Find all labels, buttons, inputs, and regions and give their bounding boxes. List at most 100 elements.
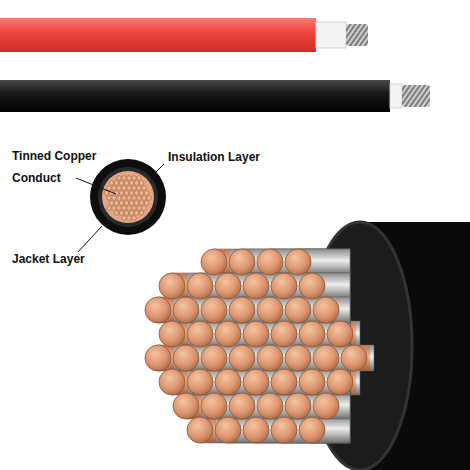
strand-face [173, 345, 199, 371]
strand-face [215, 369, 241, 395]
strand-dot [127, 216, 132, 221]
strand-face [145, 297, 171, 323]
leader-line [152, 164, 164, 176]
strand-dot [119, 201, 124, 206]
strand-face [243, 321, 269, 347]
leader-line [78, 226, 102, 252]
strand-body [172, 369, 350, 395]
strand-dot [107, 206, 112, 211]
strand-face [243, 369, 269, 395]
strand-dot [132, 176, 137, 181]
strand-dot [114, 201, 119, 206]
strand-dot [142, 186, 147, 191]
strand-dot [137, 206, 142, 211]
strand-dot [124, 211, 129, 216]
strand-face [173, 393, 199, 419]
strand-face [187, 369, 213, 395]
strand-dot [134, 201, 139, 206]
strand-face [159, 369, 185, 395]
strand-body [158, 345, 350, 371]
strand-dot [117, 196, 122, 201]
strand-body [172, 321, 350, 347]
strand-face [201, 249, 227, 275]
strand-face [285, 297, 311, 323]
strand-face [229, 393, 255, 419]
strand-face [313, 393, 339, 419]
black-cable-insulation [390, 84, 402, 108]
strand-dot [139, 191, 144, 196]
insulation-section [98, 167, 158, 227]
strand-dot [124, 201, 129, 206]
strand-face [299, 417, 325, 443]
strand-dot [129, 201, 134, 206]
strand-body [158, 297, 350, 323]
strand-dot [144, 191, 149, 196]
strand-dot [122, 186, 127, 191]
strand-dot [127, 186, 132, 191]
strand-dot [119, 211, 124, 216]
strand-dot [112, 186, 117, 191]
strand-dot [139, 181, 144, 186]
strand-face [313, 345, 339, 371]
strand-dot [142, 206, 147, 211]
strand-face [299, 273, 325, 299]
part-label: Jacket Layer [12, 248, 132, 270]
strand-face [257, 393, 283, 419]
red-cable-insulation [316, 22, 346, 48]
strand-face [215, 417, 241, 443]
strand-dot [104, 191, 109, 196]
strand-face [159, 273, 185, 299]
strand-dot [117, 206, 122, 211]
strand-dot [124, 181, 129, 186]
strand-face [229, 249, 255, 275]
strand-dot [129, 211, 134, 216]
strand-dot [144, 201, 149, 206]
strand-dot [129, 181, 134, 186]
strand-face [145, 345, 171, 371]
strand-face [229, 345, 255, 371]
strand-face [257, 345, 283, 371]
strand-face [187, 273, 213, 299]
conductor-strands [104, 176, 151, 221]
strand-face [327, 321, 353, 347]
strand-dot [134, 191, 139, 196]
strand-body [172, 273, 350, 299]
strand-face [229, 297, 255, 323]
strand-dot [134, 211, 139, 216]
strand-dot [132, 216, 137, 221]
strand-face [285, 345, 311, 371]
strand-dot [107, 196, 112, 201]
red-cable-strands [346, 24, 368, 46]
strand-face [271, 369, 297, 395]
strand-face [173, 297, 199, 323]
strand-dot [112, 196, 117, 201]
strand-body [186, 345, 350, 371]
strand-dot [127, 176, 132, 181]
strand-dot [139, 211, 144, 216]
strand-dot [114, 181, 119, 186]
strand-face [215, 273, 241, 299]
strand-face [201, 345, 227, 371]
strand-dot [139, 201, 144, 206]
strand-face [257, 297, 283, 323]
strand-dot [117, 186, 122, 191]
black-cable [0, 80, 390, 112]
strand-face [327, 369, 353, 395]
strand-dot [147, 196, 152, 201]
strand-dot [112, 206, 117, 211]
strand-face [201, 393, 227, 419]
strand-dot [132, 186, 137, 191]
strand-dot [122, 176, 127, 181]
strand-face [271, 273, 297, 299]
strand-dot [117, 176, 122, 181]
strand-face [187, 321, 213, 347]
strand-face [313, 297, 339, 323]
leader-line [76, 178, 116, 194]
strand-face [299, 321, 325, 347]
strand-dot [137, 196, 142, 201]
strand-face [215, 321, 241, 347]
strand-body [186, 393, 350, 419]
black-cable-strands [402, 85, 430, 107]
strand-dot [127, 196, 132, 201]
